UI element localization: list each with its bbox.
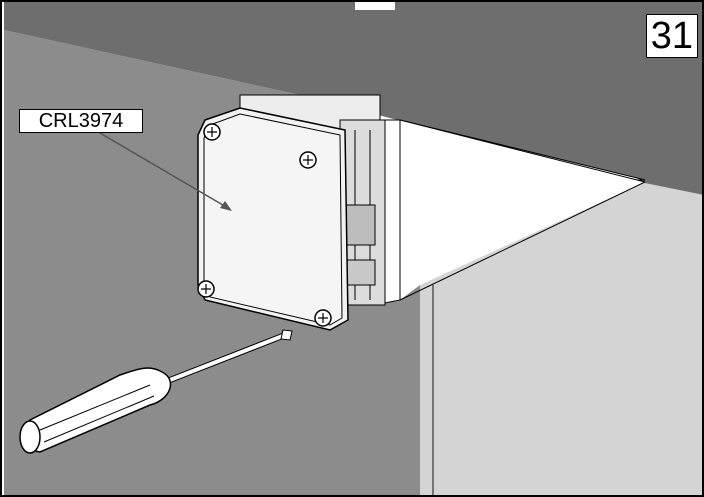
end-cap-icon	[197, 107, 349, 331]
screw-icon	[203, 123, 221, 141]
ceiling-gap	[355, 0, 395, 10]
screw-icon	[314, 309, 332, 327]
step-number: 31	[645, 14, 698, 58]
screw-icon	[299, 151, 317, 169]
right-wall	[420, 180, 704, 497]
screw-icon	[197, 280, 215, 298]
screwdriver-icon	[19, 329, 293, 454]
leader-arrow-icon	[99, 132, 232, 211]
part-code-label: CRL3974	[19, 109, 143, 133]
